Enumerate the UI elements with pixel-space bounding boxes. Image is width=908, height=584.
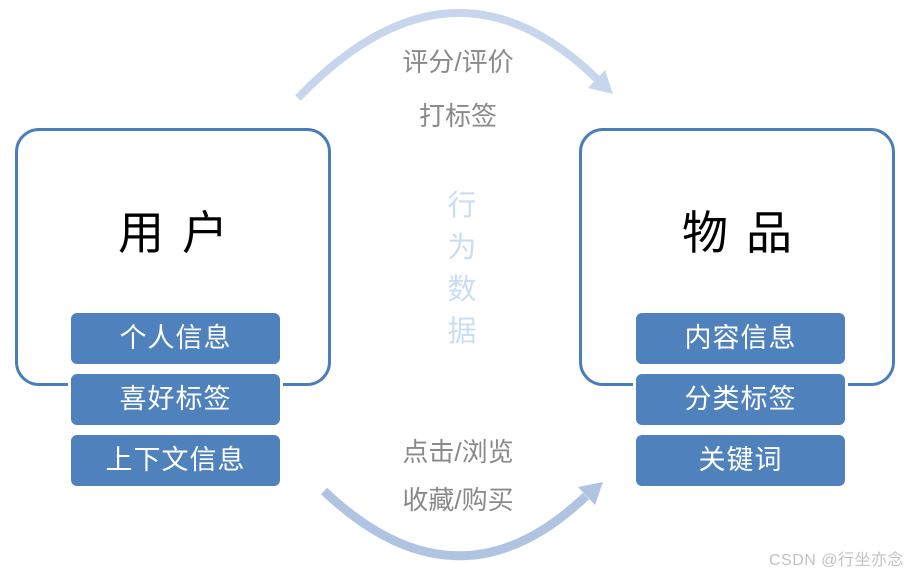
behavior-data-char: 据 — [447, 316, 477, 348]
behavior-data-label: 行 为 数 据 — [432, 185, 492, 353]
top-arrowhead-icon — [588, 70, 613, 94]
item-attribute-item: 分类标签 — [633, 371, 848, 428]
item-attribute-stack: 内容信息 分类标签 关键词 — [633, 310, 848, 493]
watermark: CSDN @行坐亦念 — [768, 552, 904, 569]
item-box-title: 物品 — [682, 208, 810, 259]
behavior-data-char: 行 — [447, 190, 477, 222]
item-attribute-item: 关键词 — [633, 432, 848, 489]
bottom-arrowhead-icon — [578, 482, 603, 505]
user-attribute-stack: 个人信息 喜好标签 上下文信息 — [68, 310, 283, 493]
bottom-flow-label: 点击/浏览 收藏/购买 — [338, 428, 578, 524]
top-flow-line2: 打标签 — [418, 101, 497, 131]
behavior-data-char: 数 — [447, 274, 477, 306]
top-flow-label: 评分/评价 打标签 — [338, 35, 578, 143]
user-attribute-item: 上下文信息 — [68, 432, 283, 489]
item-attribute-item: 内容信息 — [633, 310, 848, 367]
bottom-flow-line2: 收藏/购买 — [402, 485, 514, 515]
bottom-flow-line1: 点击/浏览 — [402, 437, 514, 467]
user-attribute-item: 喜好标签 — [68, 371, 283, 428]
top-flow-line1: 评分/评价 — [402, 47, 514, 77]
user-attribute-item: 个人信息 — [68, 310, 283, 367]
behavior-data-char: 为 — [447, 232, 477, 264]
user-box-title: 用户 — [118, 208, 246, 259]
